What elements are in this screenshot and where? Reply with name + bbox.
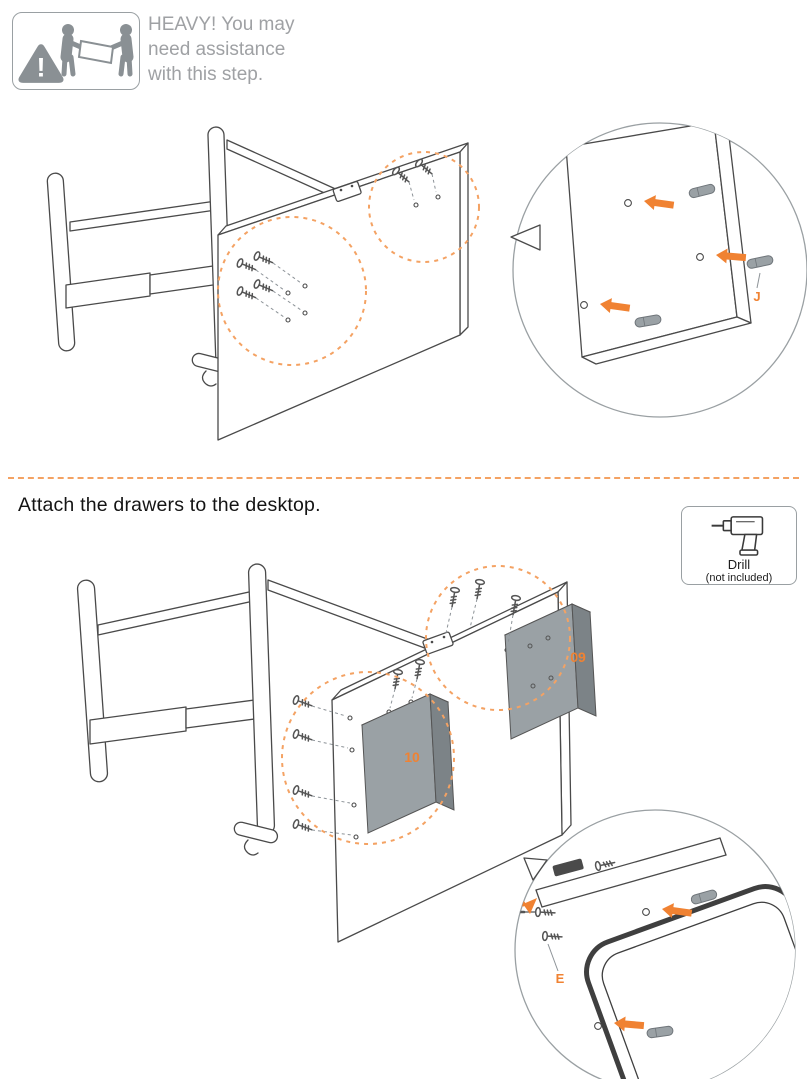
- drawer-10-label: 10: [404, 749, 420, 765]
- part-label-j: J: [753, 289, 760, 304]
- warning-triangle-icon: !: [18, 44, 64, 83]
- rotation-arrow-icon: [515, 893, 537, 941]
- two-person-carry-icon: [60, 24, 134, 77]
- step2-heading: Attach the drawers to the desktop.: [18, 494, 321, 516]
- highlight-circle-3: [425, 565, 571, 711]
- drawer-rail: [535, 837, 727, 908]
- highlight-circle-4: [281, 671, 455, 845]
- part-label-e: E: [556, 971, 565, 986]
- highlight-circle-1: [217, 216, 367, 366]
- desktop-panel: [217, 142, 469, 441]
- drill-label: Drill: [727, 557, 751, 572]
- drawer-09: 09: [503, 603, 597, 740]
- drawer-10: 10: [360, 693, 455, 834]
- screw-e-group: E: [534, 906, 565, 986]
- hole: [696, 253, 704, 261]
- mounting-bracket-2: [422, 631, 454, 655]
- hole: [580, 301, 588, 309]
- highlight-circle-2: [368, 151, 480, 263]
- hole: [642, 908, 650, 916]
- warning-box: !: [12, 12, 140, 90]
- desktop-corner: [584, 884, 795, 1079]
- drill-note-box: Drill (not included): [681, 506, 797, 585]
- step2-illustration: 09 10: [76, 563, 796, 1079]
- drill-icon: [711, 516, 764, 556]
- pilot-holes: [285, 194, 441, 323]
- detail-callout-step1: J: [510, 122, 807, 418]
- panel-corner: [565, 123, 752, 365]
- mounting-bracket: [332, 180, 362, 202]
- drawer-09-label: 09: [570, 649, 586, 665]
- desk-frame-2: [76, 563, 431, 856]
- step1-illustration: J: [46, 122, 807, 441]
- callout-notch: [523, 857, 548, 881]
- section-divider: [8, 477, 799, 479]
- hole: [594, 1022, 602, 1030]
- callout-notch: [510, 224, 541, 251]
- drill-note: (not included): [705, 572, 773, 584]
- detail-callout-step2: E: [514, 809, 796, 1079]
- warning-text: HEAVY! You may need assistance with this…: [148, 14, 295, 85]
- screws-step2: [291, 578, 522, 836]
- warning-exclamation: !: [36, 52, 45, 83]
- hole: [624, 199, 632, 207]
